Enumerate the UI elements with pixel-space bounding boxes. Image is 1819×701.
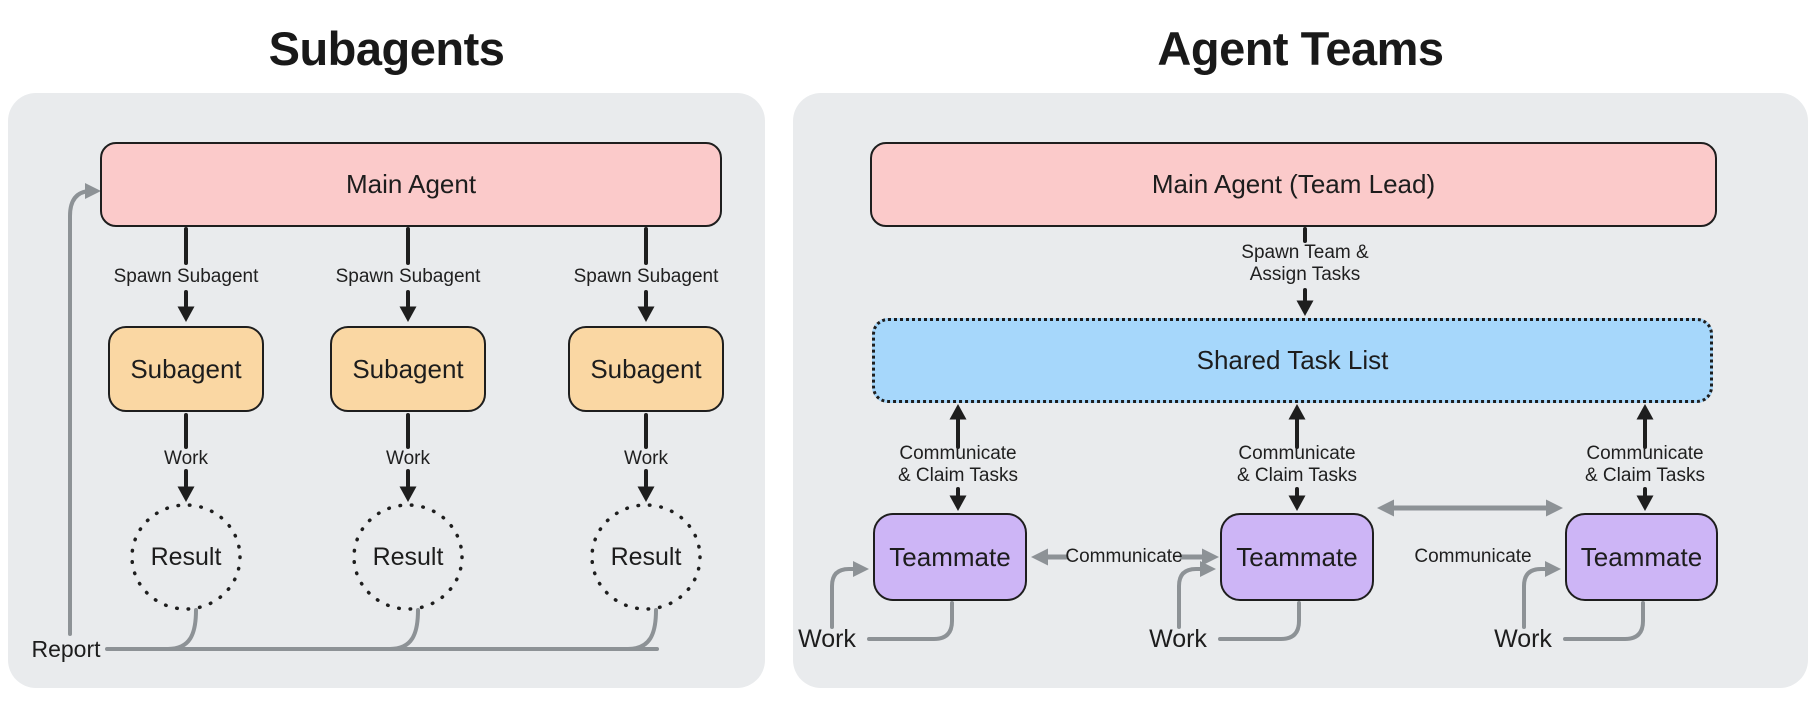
claim-tasks-edge-label-line2: & Claim Tasks — [1236, 465, 1357, 486]
agent-teams-title: Agent Teams — [1157, 21, 1444, 75]
work-loop-label: Work — [1494, 624, 1552, 653]
claim-tasks-edge-label-line2: & Claim Tasks — [1584, 465, 1705, 486]
claim-tasks-edge-label: Communicate & Claim Tasks — [878, 443, 1038, 487]
shared-task-list-node: Shared Task List — [872, 318, 1713, 403]
spawn-subagent-edge-label: Spawn Subagent — [113, 266, 259, 287]
claim-tasks-edge-label: Communicate & Claim Tasks — [1217, 443, 1377, 487]
subagent-node: Subagent — [108, 326, 264, 412]
communicate-edge-label: Communicate — [1414, 546, 1532, 567]
teammate-node: Teammate — [873, 513, 1027, 601]
claim-tasks-edge-label-line1: Communicate — [1238, 443, 1356, 464]
spawn-team-edge-label-line1: Spawn Team & — [1241, 242, 1369, 263]
spawn-team-edge-label-line2: Assign Tasks — [1249, 264, 1361, 285]
claim-tasks-edge-label-line1: Communicate — [1586, 443, 1704, 464]
work-loop-label: Work — [1149, 624, 1207, 653]
spawn-subagent-edge-label: Spawn Subagent — [573, 266, 719, 287]
teammate-node: Teammate — [1565, 513, 1718, 601]
spawn-team-edge-label: Spawn Team & Assign Tasks — [1225, 242, 1385, 286]
work-edge-label: Work — [386, 448, 430, 469]
result-node-label: Result — [150, 542, 222, 571]
communicate-edge-label: Communicate — [1065, 546, 1183, 567]
claim-tasks-edge-label: Communicate & Claim Tasks — [1565, 443, 1725, 487]
main-agent-node: Main Agent — [100, 142, 722, 227]
claim-tasks-edge-label-line1: Communicate — [899, 443, 1017, 464]
team-lead-node: Main Agent (Team Lead) — [870, 142, 1717, 227]
claim-tasks-edge-label-line2: & Claim Tasks — [897, 465, 1018, 486]
teammate-node: Teammate — [1220, 513, 1374, 601]
spawn-subagent-edge-label: Spawn Subagent — [335, 266, 481, 287]
result-node-label: Result — [372, 542, 444, 571]
work-loop-label: Work — [798, 624, 856, 653]
subagent-node: Subagent — [568, 326, 724, 412]
work-edge-label: Work — [624, 448, 668, 469]
subagent-node: Subagent — [330, 326, 486, 412]
subagents-title: Subagents — [268, 21, 505, 75]
report-edge-label: Report — [31, 635, 101, 662]
result-node-label: Result — [610, 542, 682, 571]
work-edge-label: Work — [164, 448, 208, 469]
